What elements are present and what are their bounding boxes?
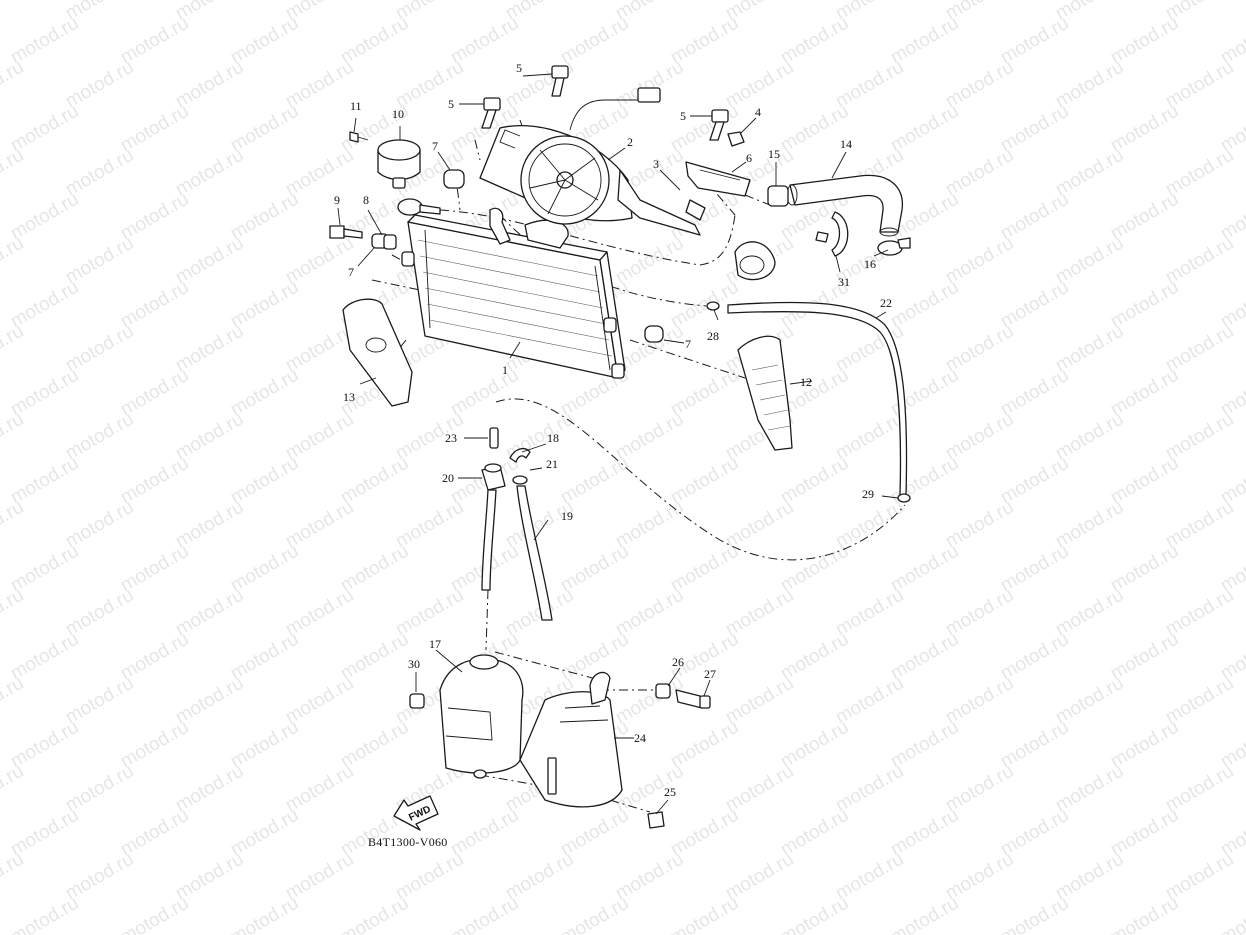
callout-26: 26 bbox=[672, 655, 684, 669]
watermark-text: motod.ru bbox=[0, 497, 27, 553]
watermark-text: motod.ru bbox=[777, 893, 852, 935]
radiator-cap bbox=[377, 139, 421, 189]
bolt-5a bbox=[551, 65, 569, 97]
callout-15: 15 bbox=[768, 147, 780, 161]
callout-24: 24 bbox=[634, 731, 646, 745]
horn-part bbox=[734, 241, 776, 281]
watermark-text: motod.ru bbox=[0, 849, 27, 905]
callout-6: 6 bbox=[746, 151, 752, 165]
callout-17: 17 bbox=[429, 637, 441, 651]
watermark-text: motod.ru bbox=[0, 57, 27, 113]
callout-7a: 7 bbox=[432, 139, 438, 153]
grommets bbox=[371, 131, 745, 343]
watermark-text: motod.ru bbox=[557, 893, 632, 935]
callout-3: 3 bbox=[653, 157, 659, 171]
callout-20: 20 bbox=[442, 471, 454, 485]
watermark-text: motod.ru bbox=[0, 233, 27, 289]
fittings bbox=[481, 427, 531, 491]
watermark-text: motod.ru bbox=[447, 893, 522, 935]
bracket bbox=[685, 161, 751, 221]
callout-16: 16 bbox=[864, 257, 876, 271]
callout-1: 1 bbox=[502, 363, 508, 377]
callout-21: 21 bbox=[546, 457, 558, 471]
watermark-text: motod.ru bbox=[0, 761, 27, 817]
callout-9: 9 bbox=[334, 193, 340, 207]
callout-4: 4 bbox=[755, 105, 761, 119]
callout-31: 31 bbox=[838, 275, 850, 289]
callout-2: 2 bbox=[627, 135, 633, 149]
filler-neck bbox=[397, 198, 441, 216]
radiator bbox=[401, 207, 626, 379]
bolt-9 bbox=[329, 225, 363, 239]
watermark-text: motod.ru bbox=[887, 893, 962, 935]
bolt-11 bbox=[349, 131, 369, 143]
diagram-code: B4T1300-V060 bbox=[368, 835, 448, 849]
callout-5a: 5 bbox=[516, 61, 522, 75]
watermark-text: motod.ru bbox=[227, 893, 302, 935]
watermark-text: motod.ru bbox=[7, 893, 82, 935]
watermark-text: motod.ru bbox=[0, 0, 27, 24]
callout-25: 25 bbox=[664, 785, 676, 799]
callout-28: 28 bbox=[707, 329, 719, 343]
watermark-text: motod.ru bbox=[1217, 893, 1246, 935]
reservoir-tank bbox=[439, 654, 524, 779]
callout-11: 11 bbox=[350, 99, 362, 113]
hose-joint bbox=[767, 185, 789, 207]
clip-29 bbox=[897, 493, 911, 503]
fwd-arrow-icon: FWD bbox=[393, 795, 439, 831]
watermark-text: motod.ru bbox=[997, 893, 1072, 935]
callout-labels: 1 2 3 4 5 5 5 6 7 7 7 8 9 10 11 12 13 14… bbox=[334, 61, 892, 799]
callout-14: 14 bbox=[840, 137, 852, 151]
watermark-text: motod.ru bbox=[0, 585, 27, 641]
callout-13: 13 bbox=[343, 390, 355, 404]
callout-5c: 5 bbox=[680, 109, 686, 123]
callout-10: 10 bbox=[392, 107, 404, 121]
fasteners bbox=[409, 683, 711, 829]
callout-8: 8 bbox=[363, 193, 369, 207]
watermark-text: motod.ru bbox=[0, 145, 27, 201]
hose-19 bbox=[481, 485, 553, 621]
callout-leaders bbox=[337, 73, 899, 815]
clamp-31 bbox=[815, 211, 849, 257]
clip-28 bbox=[706, 301, 720, 311]
cover-right bbox=[737, 335, 793, 451]
callout-23: 23 bbox=[445, 431, 457, 445]
callout-29: 29 bbox=[862, 487, 874, 501]
fan-assembly bbox=[479, 87, 701, 236]
watermark-text: motod.ru bbox=[117, 893, 192, 935]
callout-7c: 7 bbox=[685, 337, 691, 351]
watermark-text: motod.ru bbox=[337, 893, 412, 935]
watermark-text: motod.ru bbox=[0, 321, 27, 377]
callout-18: 18 bbox=[547, 431, 559, 445]
cover-left bbox=[342, 298, 413, 407]
callout-27: 27 bbox=[704, 667, 716, 681]
callout-22: 22 bbox=[880, 296, 892, 310]
watermark-text: motod.ru bbox=[0, 673, 27, 729]
callout-12: 12 bbox=[800, 375, 812, 389]
callout-5b: 5 bbox=[448, 97, 454, 111]
watermark-text: motod.ru bbox=[667, 893, 742, 935]
watermark-text: motod.ru bbox=[1107, 893, 1182, 935]
watermark-text: motod.ru bbox=[0, 409, 27, 465]
callout-30: 30 bbox=[408, 657, 420, 671]
bolts bbox=[329, 65, 729, 239]
callout-19: 19 bbox=[561, 509, 573, 523]
reservoir-cover bbox=[519, 671, 623, 808]
callout-7b: 7 bbox=[348, 265, 354, 279]
